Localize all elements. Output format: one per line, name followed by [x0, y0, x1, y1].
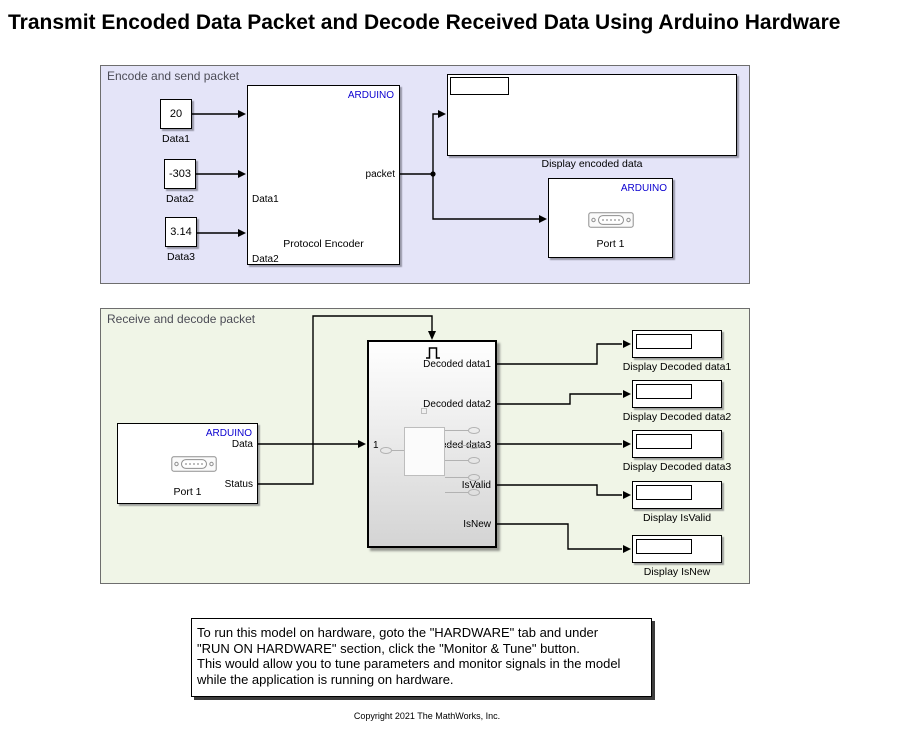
subsystem-preview	[468, 442, 480, 449]
decoder-input-port-number: 1	[373, 440, 379, 451]
display-value-field	[636, 539, 692, 554]
subsystem-preview	[445, 460, 468, 461]
decoder-port-decoded-data2: Decoded data2	[423, 399, 491, 410]
encoder-port-packet: packet	[365, 169, 395, 180]
serial-tx-port1-block[interactable]: ARDUINO Port 1	[548, 178, 673, 258]
annotation-line: To run this model on hardware, goto the …	[197, 625, 599, 640]
subsystem-preview	[445, 445, 468, 446]
constant-block-data2-label: Data2	[165, 193, 195, 205]
constant-value: -303	[168, 168, 192, 180]
annotation-line: This would allow you to tune parameters …	[197, 656, 621, 671]
encode-area-label: Encode and send packet	[107, 69, 240, 83]
port1-name-label: Port 1	[173, 486, 202, 498]
display-decoded-data2-block[interactable]	[632, 380, 722, 408]
annotation-box[interactable]: To run this model on hardware, goto the …	[191, 618, 652, 697]
annotation-line: "RUN ON HARDWARE" section, click the "Mo…	[197, 640, 580, 656]
display-decoded-data3-label: Display Decoded data3	[622, 461, 732, 473]
display-isnew-block[interactable]	[632, 535, 722, 563]
display-isnew-label: Display IsNew	[643, 566, 711, 578]
subsystem-preview	[421, 408, 427, 414]
display-value-field	[636, 434, 692, 449]
display-decoded-data1-label: Display Decoded data1	[622, 361, 732, 373]
display-value-field	[636, 334, 692, 349]
encoder-port-data1: Data1	[252, 194, 279, 205]
serial-port-icon	[588, 212, 634, 228]
subsystem-preview	[445, 492, 468, 493]
subsystem-preview	[380, 447, 392, 454]
annotation-line: while the application is running on hard…	[197, 671, 454, 687]
constant-block-data1[interactable]: 20	[160, 99, 192, 129]
decoder-port-isnew: IsNew	[463, 519, 491, 530]
display-value-field	[450, 77, 509, 95]
encoder-port-data2: Data2	[252, 254, 279, 265]
display-value-field	[636, 485, 692, 500]
subsystem-preview	[468, 474, 480, 481]
display-decoded-data1-block[interactable]	[632, 330, 722, 358]
arduino-brand-label: ARDUINO	[347, 90, 394, 101]
port1-out-status: Status	[224, 479, 253, 490]
subsystem-preview	[404, 427, 445, 476]
constant-value: 20	[169, 108, 183, 120]
constant-block-data3[interactable]: 3.14	[165, 217, 197, 247]
arduino-brand-label: ARDUINO	[205, 428, 252, 439]
subsystem-preview	[468, 427, 480, 434]
subsystem-preview	[468, 489, 480, 496]
subsystem-preview	[445, 477, 468, 478]
constant-block-data3-label: Data3	[166, 251, 196, 263]
copyright-note: Copyright 2021 The MathWorks, Inc.	[353, 711, 501, 721]
model-title: Transmit Encoded Data Packet and Decode …	[8, 11, 841, 34]
trigger-icon	[426, 347, 440, 359]
subsystem-preview	[468, 457, 480, 464]
port1-out-data: Data	[231, 439, 253, 450]
encoder-name-label: Protocol Encoder	[283, 238, 364, 250]
constant-block-data1-label: Data1	[161, 133, 191, 145]
constant-value: 3.14	[170, 226, 192, 238]
receive-area-label: Receive and decode packet	[107, 312, 256, 326]
display-isvalid-block[interactable]	[632, 481, 722, 509]
display-value-field	[636, 384, 692, 399]
serial-rx-port1-block[interactable]: ARDUINO Data Status Port 1	[117, 423, 258, 504]
display-isvalid-label: Display IsValid	[642, 512, 712, 524]
arduino-brand-label: ARDUINO	[620, 183, 667, 194]
subsystem-preview	[392, 450, 404, 451]
display-encoded-data-label: Display encoded data	[541, 158, 643, 170]
protocol-decoder-subsystem-block[interactable]: Decoded data1 Decoded data2 Decoded data…	[367, 340, 497, 548]
display-encoded-data-block[interactable]	[447, 74, 737, 156]
subsystem-preview	[445, 430, 468, 431]
display-decoded-data2-label: Display Decoded data2	[622, 411, 732, 423]
protocol-encoder-block[interactable]: ARDUINO Data1 Data2 Data3 packet Protoco…	[247, 85, 400, 324]
serial-port-icon	[171, 456, 217, 472]
display-decoded-data3-block[interactable]	[632, 430, 722, 458]
constant-block-data2[interactable]: -303	[164, 159, 196, 189]
decoder-port-isvalid: IsValid	[461, 480, 491, 491]
port1-name-label: Port 1	[596, 238, 625, 250]
decoder-port-decoded-data1: Decoded data1	[423, 359, 491, 370]
